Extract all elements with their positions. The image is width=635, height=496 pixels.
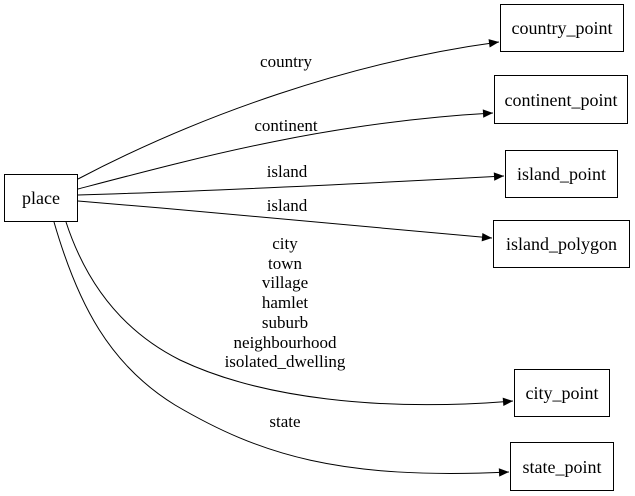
edge-label-town: town [268,253,302,273]
edge-place-country-point [77,39,500,180]
edge-place-continent-point [77,109,494,190]
node-state-point: state_point [510,442,614,491]
edge-place-city-point [65,221,514,407]
edge-place-island-point [77,172,505,196]
node-country-point: country_point [500,4,624,52]
edge-label-city: city [272,234,298,253]
edge-label-village: village [261,273,309,293]
node-island-polygon: island_polygon [493,220,630,268]
node-continent-point-label: continent_point [504,89,618,110]
edge-label-city-group: city town village hamlet suburb neighbou… [225,234,346,372]
edge-label-continent: continent [254,116,318,135]
edge-place-state-point [53,221,510,477]
edge-label-suburb: suburb [261,312,309,332]
node-island-polygon-label: island_polygon [506,234,617,254]
node-place: place [4,174,78,222]
node-city-point-label: city_point [525,383,599,403]
edge-label-isolated-dwelling: isolated_dwelling [224,352,346,372]
edge-label-island-polygon: island [266,196,308,215]
edge-label-island-point: island [266,162,308,181]
node-continent-point: continent_point [494,75,628,124]
node-island-point-label: island_point [517,164,606,184]
edge-label-hamlet: hamlet [261,293,309,313]
edge-label-country: country [260,52,312,71]
node-state-point-label: state_point [522,456,602,477]
edge-place-island-polygon [77,200,493,242]
node-place-label: place [22,188,60,208]
node-country-point-label: country_point [511,18,613,38]
node-island-point: island_point [505,150,618,198]
edge-label-neighbourhood: neighbourhood [233,332,337,352]
edge-label-state: state [269,412,301,431]
node-city-point: city_point [514,369,610,417]
